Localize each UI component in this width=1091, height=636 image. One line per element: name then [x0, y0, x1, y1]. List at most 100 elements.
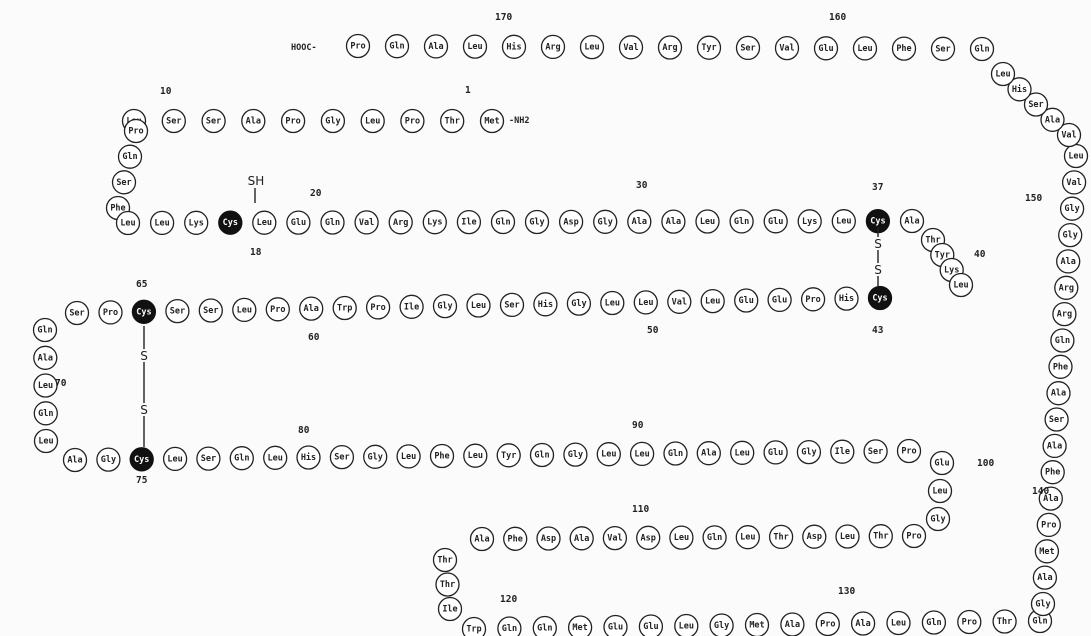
residue-96: Ile	[830, 439, 855, 464]
residue-75: Cys	[129, 447, 154, 472]
residue-label: Pro	[405, 117, 420, 127]
residue-circle	[432, 293, 458, 319]
residue-43: Cys	[867, 285, 893, 311]
residue-label: Lys	[944, 266, 959, 276]
residue-label: Ser	[201, 454, 216, 464]
bond-65-75-s2: S	[140, 403, 148, 417]
residue-label: Tyr	[501, 451, 516, 461]
residue-21: Gln	[320, 210, 345, 235]
residue-25: Ile	[456, 209, 482, 235]
residue-label: Ala	[474, 535, 489, 545]
residue-circle	[567, 615, 593, 636]
residue-47: Glu	[734, 288, 759, 313]
residue-circle	[1059, 196, 1085, 221]
residue-label: Val	[623, 43, 638, 53]
residue-label: Phe	[1045, 468, 1060, 478]
residue-label: Cys	[134, 455, 149, 465]
residue-circle	[286, 210, 311, 235]
residue-18: Cys	[218, 210, 243, 235]
residue-113: Asp	[536, 526, 561, 551]
residue-140: Ala	[1038, 486, 1063, 511]
residue-104: Leu	[835, 524, 860, 549]
residue-label: Ser	[868, 447, 883, 457]
residue-circle	[768, 524, 794, 550]
residue-circle	[161, 108, 186, 134]
residue-circle	[201, 108, 226, 134]
residue-label: Leu	[365, 117, 380, 127]
residue-circle	[241, 108, 266, 134]
residue-circle	[1050, 328, 1075, 353]
residue-173: Ala	[423, 34, 449, 59]
residue-160: Ser	[930, 36, 956, 61]
position-label-43: 43	[872, 325, 884, 336]
residue-155: Ala	[1040, 107, 1065, 132]
residue-circle	[456, 209, 482, 235]
residue-circle	[332, 295, 357, 321]
residue-76: Leu	[162, 446, 188, 472]
residue-80: His	[296, 445, 321, 470]
residue-label: Thr	[437, 556, 452, 566]
residue-67: Ser	[64, 300, 90, 326]
residue-label: Thr	[997, 617, 1012, 627]
position-label-140: 140	[1032, 486, 1049, 497]
residue-circle	[1007, 77, 1032, 102]
residue-circle	[64, 300, 90, 326]
residue-label: Arg	[1057, 310, 1072, 320]
residue-circle	[774, 35, 800, 61]
residue-circle	[593, 209, 618, 234]
residue-circle	[469, 526, 495, 552]
residue-label: Asp	[563, 217, 578, 227]
residue-115: Ala	[469, 526, 495, 552]
n-terminus-label: -NH2	[509, 116, 529, 126]
residue-label: Gln	[325, 218, 340, 228]
residue-174: Gln	[384, 34, 410, 59]
residue-circle	[165, 298, 190, 324]
residue-circle	[354, 210, 379, 235]
residue-label: Gln	[38, 409, 53, 419]
c-terminus-label: HOOC-	[291, 43, 317, 53]
residue-circle	[33, 401, 58, 426]
residue-circle	[1036, 512, 1061, 538]
residue-circle	[329, 444, 355, 470]
residue-161: Phe	[891, 36, 917, 61]
residue-98: Pro	[896, 438, 922, 464]
bond-37-43-s2: S	[874, 263, 882, 277]
residue-165: Ser	[735, 35, 761, 61]
residue-label: Gly	[801, 448, 816, 458]
residue-label: Glu	[291, 218, 306, 228]
residue-circle	[162, 446, 188, 472]
residue-circle	[868, 524, 893, 549]
residue-20: Glu	[286, 210, 311, 235]
residue-circle	[33, 345, 58, 370]
residue-68: Gln	[32, 317, 58, 343]
residue-label: Arg	[545, 42, 560, 52]
position-label-170: 170	[495, 12, 512, 23]
residue-89: Leu	[596, 442, 621, 467]
residue-label: Gln	[1055, 336, 1070, 346]
residue-label: Ser	[935, 44, 950, 54]
residue-label: Leu	[740, 533, 755, 543]
residue-label: Gly	[1035, 600, 1050, 610]
residue-circle	[1030, 591, 1056, 617]
residue-151: Gly	[1059, 196, 1085, 221]
residue-circle	[1052, 301, 1077, 327]
residue-circle	[365, 295, 391, 320]
residue-label: Phe	[434, 452, 449, 462]
residue-circle	[744, 612, 770, 636]
residue-circle	[479, 108, 505, 134]
residue-label: Ser	[166, 117, 181, 127]
residue-51: Leu	[600, 290, 625, 316]
residue-34: Glu	[763, 209, 788, 234]
residue-label: Asp	[641, 533, 656, 543]
residue-circle	[802, 524, 827, 549]
residue-label: Pro	[370, 303, 385, 313]
residue-132: Gln	[921, 610, 947, 635]
residue-label: Pro	[350, 42, 365, 52]
residue-84: Phe	[429, 443, 455, 469]
residue-label: Leu	[840, 532, 855, 542]
residue-117: Thr	[435, 572, 460, 597]
residue-52: Gly	[566, 291, 592, 316]
residue-circle	[252, 210, 277, 235]
